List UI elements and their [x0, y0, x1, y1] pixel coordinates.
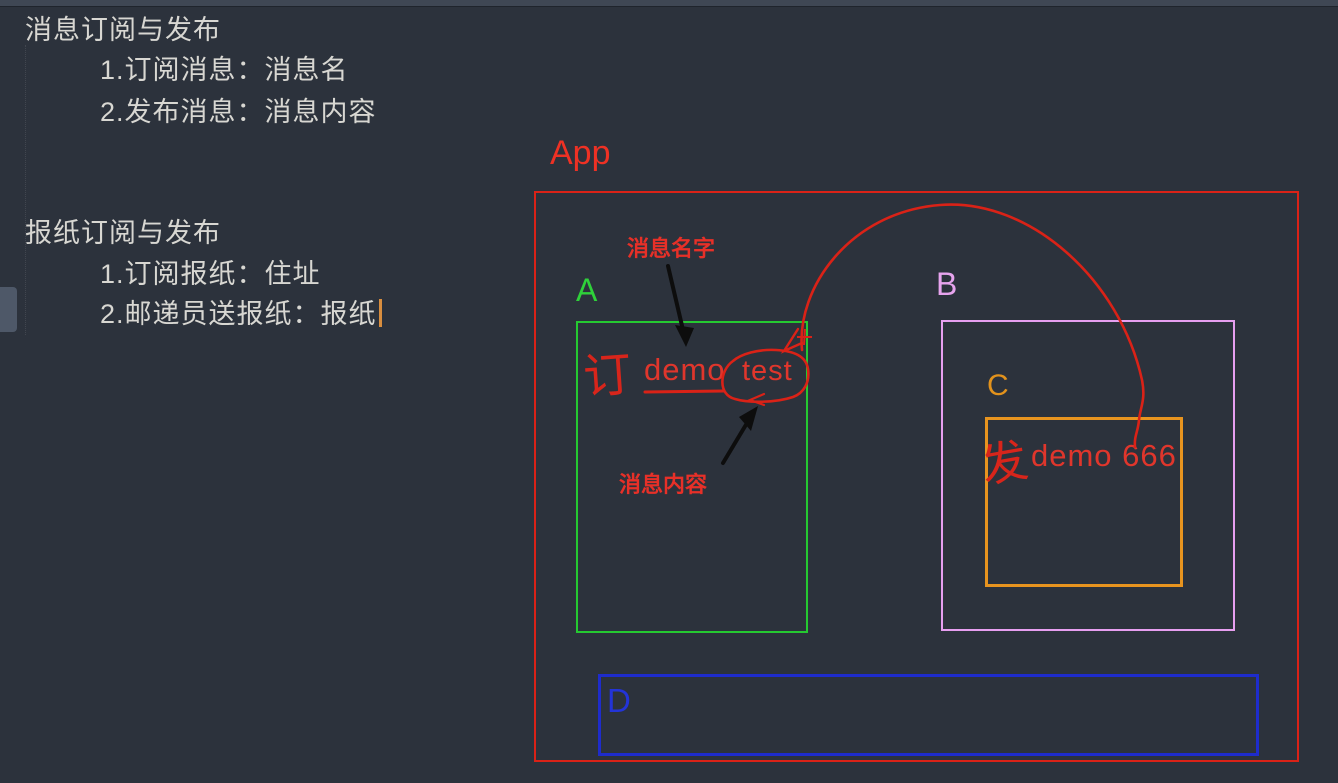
note-title-messages: 消息订阅与发布 [25, 15, 221, 45]
left-scrollbar-thumb[interactable] [0, 287, 17, 332]
note-title-newspaper: 报纸订阅与发布 [25, 218, 221, 248]
component-a-label: A [576, 272, 598, 308]
annotation-message-content: 消息内容 [619, 472, 708, 497]
editor-indent-guide [25, 45, 26, 335]
app-box-label: App [550, 134, 611, 172]
publish-call-text: demo 666 [1031, 438, 1177, 473]
component-c-label: C [987, 369, 1009, 402]
handwritten-subscribe-char: 订 [581, 348, 634, 405]
note-line-subscribe-message: 1.订阅消息：消息名 [100, 55, 349, 85]
text-cursor-caret [378, 299, 382, 327]
note-line-subscribe-newspaper: 1.订阅报纸：住址 [100, 259, 321, 289]
component-d-label: D [607, 682, 631, 719]
note-line-deliver-newspaper[interactable]: 2.邮递员送报纸：报纸 [100, 292, 382, 331]
window-top-edge [0, 0, 1338, 7]
component-a-box [576, 321, 808, 633]
annotation-message-name: 消息名字 [627, 236, 716, 261]
note-line-publish-message: 2.发布消息：消息内容 [100, 97, 377, 127]
component-d-box [598, 674, 1259, 756]
app-box [534, 191, 1299, 762]
component-b-label: B [936, 266, 958, 302]
subscribed-message-name: demo [644, 352, 726, 387]
published-message-content: test [742, 355, 793, 387]
note-line-deliver-newspaper-text: 2.邮递员送报纸：报纸 [100, 299, 377, 329]
